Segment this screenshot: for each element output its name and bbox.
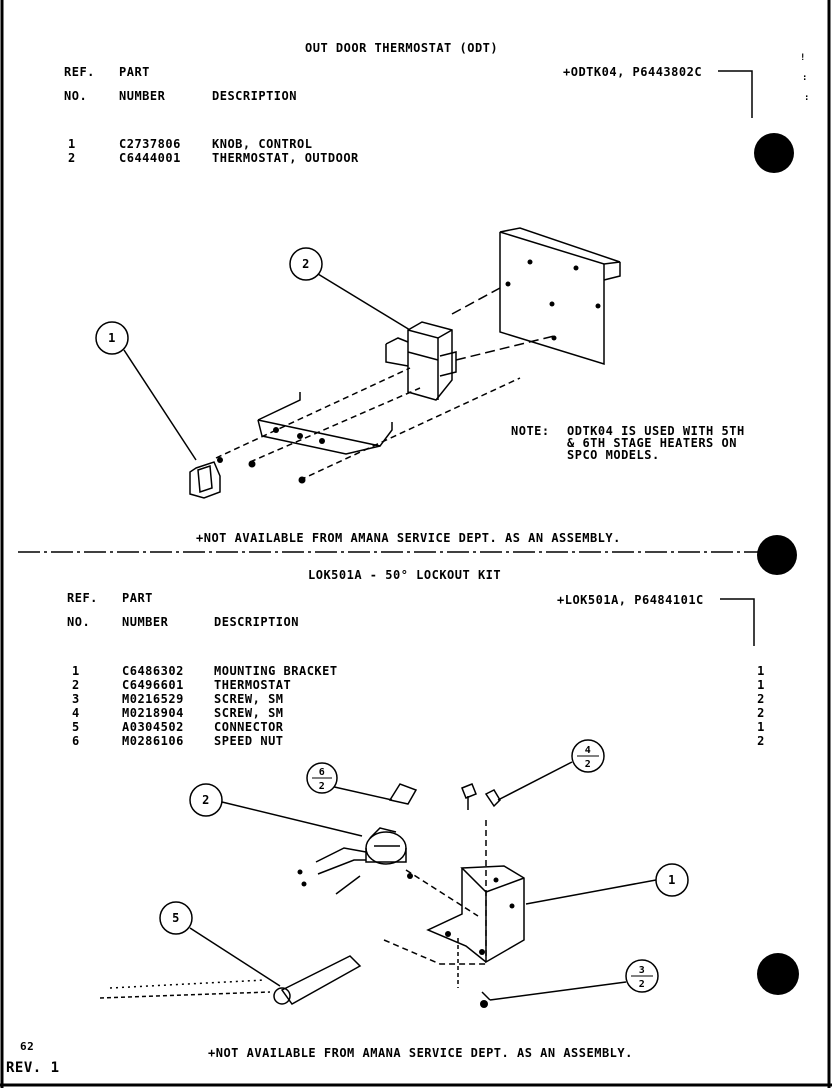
callout-balloon: 1 (95, 321, 129, 355)
fraction-callout: 4 2 (571, 739, 605, 773)
page-number: 62 (20, 1040, 35, 1053)
quantity: 1 (757, 678, 765, 692)
ref-number: 4 (72, 706, 80, 720)
binder-hole (754, 133, 794, 173)
lok-header-description: DESCRIPTION (214, 615, 299, 629)
ref-number: 2 (72, 678, 80, 692)
lok-parts-row: 2 C6496601 THERMOSTAT 1 (0, 678, 832, 692)
svg-text:6: 6 (319, 767, 326, 778)
part-number: A0304502 (122, 720, 184, 734)
svg-text:2: 2 (585, 759, 592, 770)
lok-header-ref: REF. (67, 591, 98, 605)
odt-header-description: DESCRIPTION (212, 89, 297, 103)
lok-header-no: NO. (67, 615, 91, 629)
svg-text:2: 2 (202, 793, 210, 807)
scan-speck: : (804, 93, 810, 103)
ref-number: 3 (72, 692, 80, 706)
svg-text:4: 4 (585, 745, 592, 756)
part-number: C6444001 (119, 151, 181, 165)
callout-balloon: 5 (159, 901, 193, 935)
lok-exploded-view (99, 761, 657, 1005)
lok-parts-row: 6 M0286106 SPEED NUT 2 (0, 734, 832, 748)
lok-header-part: PART (122, 591, 153, 605)
ref-number: 2 (68, 151, 76, 165)
odt-footer-note: +NOT AVAILABLE FROM AMANA SERVICE DEPT. … (196, 531, 621, 545)
odt-note-line: & 6TH STAGE HEATERS ON (567, 436, 737, 450)
callout-balloon: 2 (189, 783, 223, 817)
lok-parts-row: 3 M0216529 SCREW, SM 2 (0, 692, 832, 706)
svg-text:5: 5 (172, 911, 180, 925)
fraction-callout: 3 2 (625, 959, 659, 993)
odt-title: OUT DOOR THERMOSTAT (ODT) (305, 41, 499, 55)
part-description: CONNECTOR (214, 720, 284, 734)
odt-header-no: NO. (64, 89, 88, 103)
odt-note-label: NOTE: (511, 424, 550, 438)
odt-exploded-view (123, 227, 621, 499)
lok-header-number: NUMBER (122, 615, 169, 629)
svg-text:2: 2 (639, 979, 646, 990)
part-description: MOUNTING BRACKET (214, 664, 338, 678)
ref-number: 5 (72, 720, 80, 734)
ref-number: 1 (72, 664, 80, 678)
quantity: 2 (757, 706, 765, 720)
odt-header-part: PART (119, 65, 150, 79)
quantity: 2 (757, 734, 765, 748)
odt-assembly-ref: +ODTK04, P6443802C (563, 65, 703, 79)
lok-parts-row: 1 C6486302 MOUNTING BRACKET 1 (0, 664, 832, 678)
assembly-bracket-bottom (720, 598, 755, 646)
ref-number: 6 (72, 734, 80, 748)
svg-text:2: 2 (319, 781, 326, 792)
part-description: SPEED NUT (214, 734, 284, 748)
odt-parts-row: 2 C6444001 THERMOSTAT, OUTDOOR (0, 151, 832, 165)
binder-hole (757, 953, 799, 995)
part-description: SCREW, SM (214, 706, 284, 720)
odt-note-line: SPCO MODELS. (567, 448, 660, 462)
part-description: KNOB, CONTROL (212, 137, 313, 151)
odt-header-ref: REF. (64, 65, 95, 79)
odt-note-line: ODTK04 IS USED WITH 5TH (567, 424, 745, 438)
part-number: C6486302 (122, 664, 184, 678)
part-number: C6496601 (122, 678, 184, 692)
lok-title: LOK501A - 50° LOCKOUT KIT (308, 568, 502, 582)
odt-header-number: NUMBER (119, 89, 166, 103)
callout-balloon: 1 (655, 863, 689, 897)
svg-text:1: 1 (668, 873, 676, 887)
callout-balloon: 2 (289, 247, 323, 281)
lok-parts-row: 4 M0218904 SCREW, SM 2 (0, 706, 832, 720)
part-description: THERMOSTAT (214, 678, 292, 692)
svg-text:1: 1 (108, 331, 116, 345)
fraction-callout: 6 2 (306, 762, 338, 794)
ref-number: 1 (68, 137, 76, 151)
svg-text:3: 3 (639, 965, 646, 976)
part-number: M0218904 (122, 706, 184, 720)
quantity: 1 (757, 664, 765, 678)
part-number: M0216529 (122, 692, 184, 706)
lok-fasteners (297, 869, 515, 1008)
part-number: C2737806 (119, 137, 181, 151)
quantity: 1 (757, 720, 765, 734)
assembly-bracket-top (718, 70, 753, 118)
part-number: M0286106 (122, 734, 184, 748)
scan-speck: ! (800, 53, 806, 63)
quantity: 2 (757, 692, 765, 706)
revision-label: REV. 1 (6, 1060, 60, 1076)
part-description: THERMOSTAT, OUTDOOR (212, 151, 359, 165)
odt-parts-row: 1 C2737806 KNOB, CONTROL (0, 137, 832, 151)
lok-assembly-ref: +LOK501A, P6484101C (557, 593, 704, 607)
scan-speck: : (802, 73, 808, 83)
part-description: SCREW, SM (214, 692, 284, 706)
binder-hole (757, 535, 797, 575)
odt-fasteners (217, 259, 601, 484)
lok-parts-row: 5 A0304502 CONNECTOR 1 (0, 720, 832, 734)
lok-footer-note: +NOT AVAILABLE FROM AMANA SERVICE DEPT. … (208, 1046, 633, 1060)
svg-text:2: 2 (302, 257, 310, 271)
